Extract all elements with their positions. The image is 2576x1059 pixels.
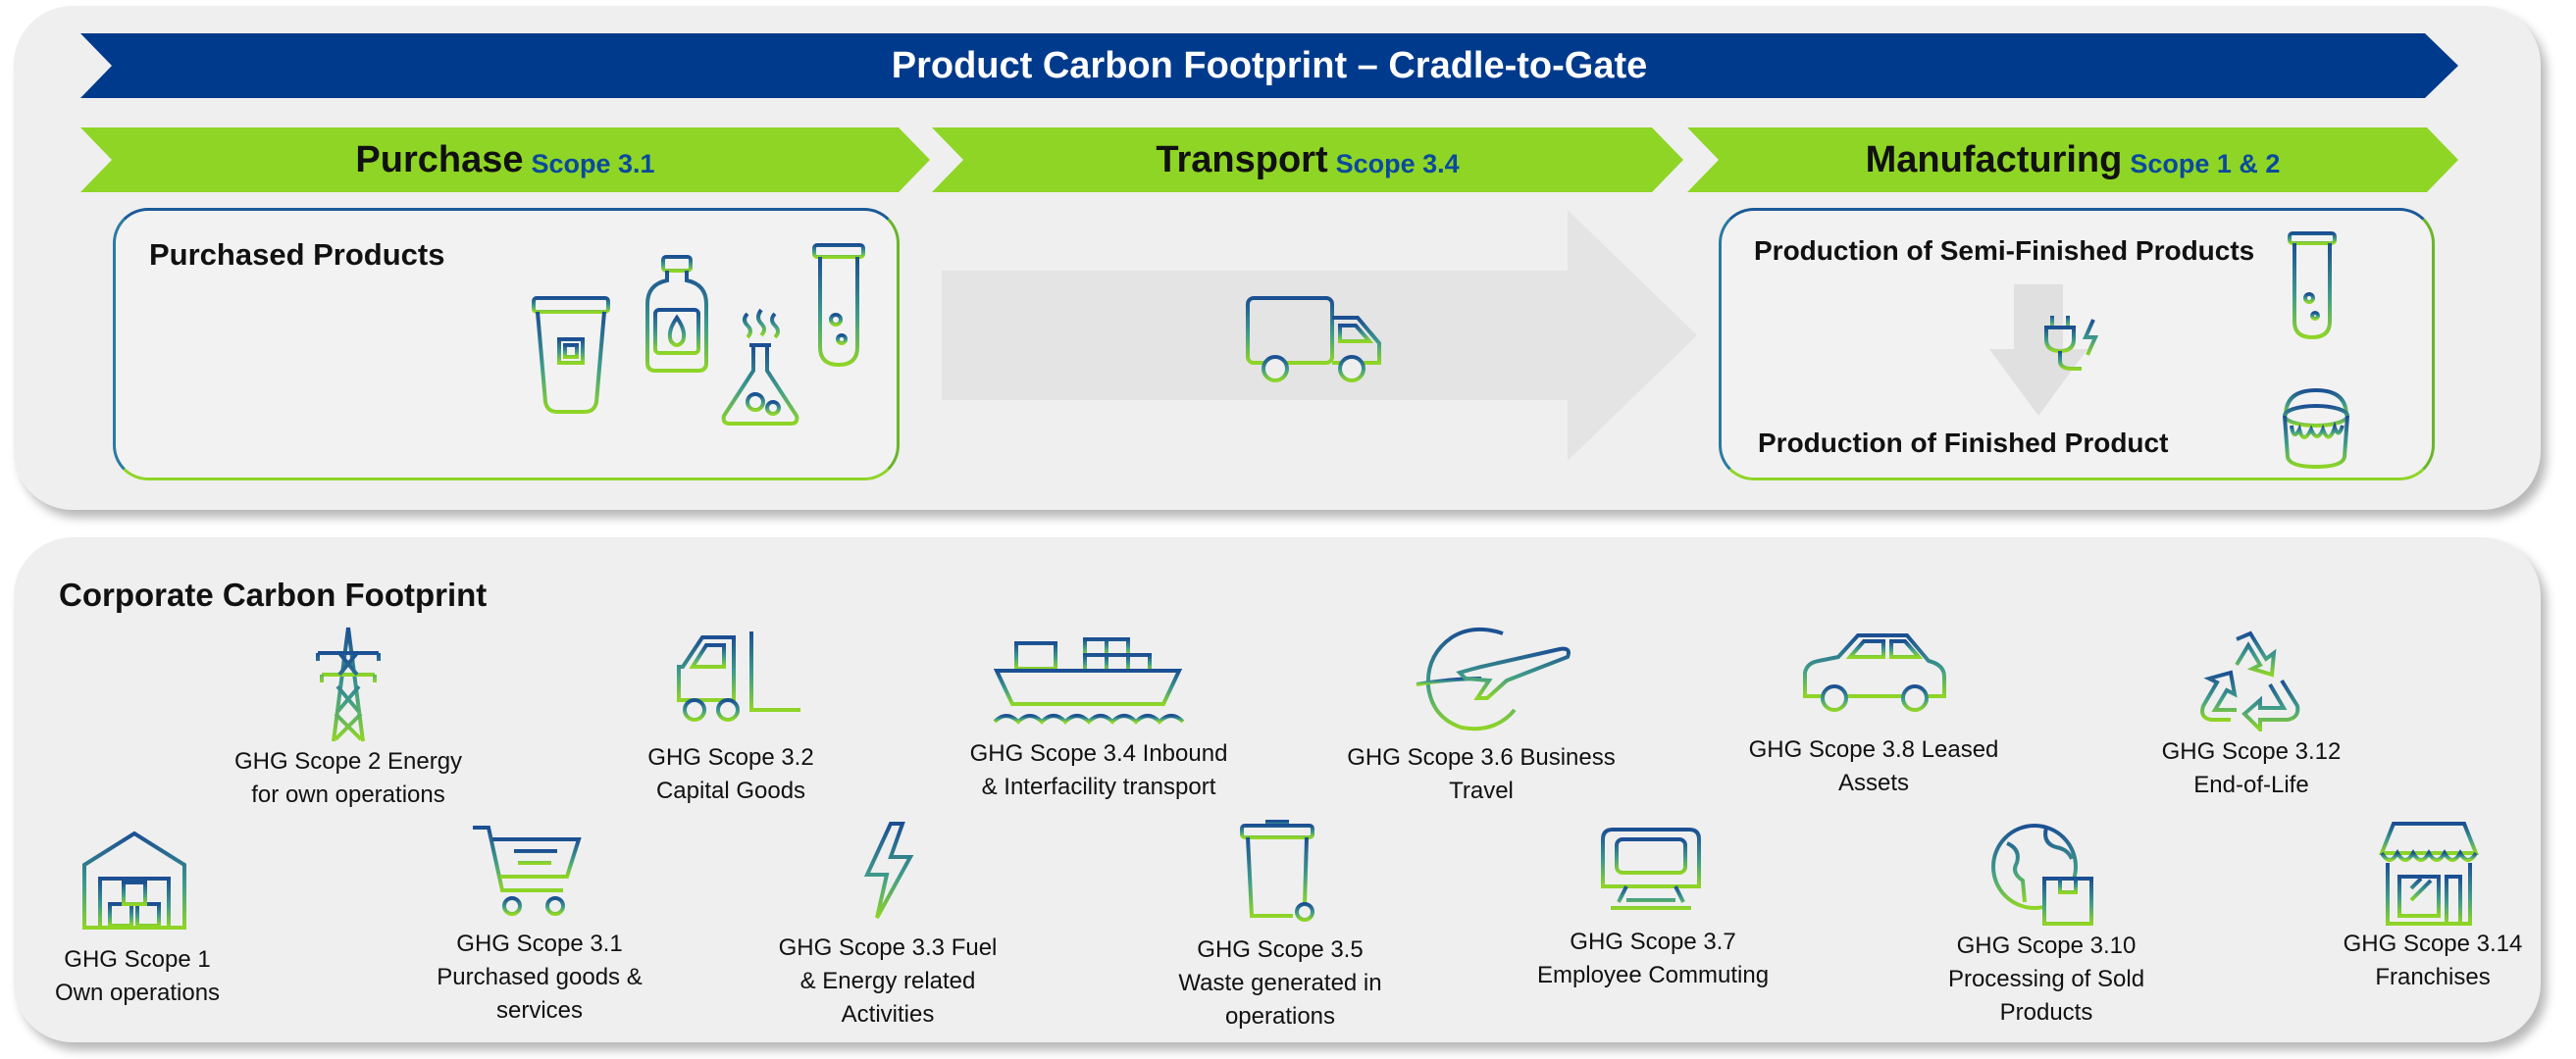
tube-cream-icon	[532, 296, 610, 414]
flask-icon	[721, 308, 799, 426]
scope-1-label: GHG Scope 1 Own operations	[54, 946, 221, 1006]
stage-transport-name: Transport	[1156, 138, 1328, 180]
scope-3-14-label: GHG Scope 3.14 Franchises	[2343, 931, 2523, 990]
paint-bucket-icon	[2283, 387, 2349, 470]
corporate-footprint-panel	[14, 537, 2541, 1042]
ship-icon	[993, 630, 1185, 725]
transport-flow-arrow	[942, 210, 1697, 461]
semi-finished-label: Production of Semi-Finished Products	[1754, 235, 2255, 266]
scope-3-3-label: GHG Scope 3.3 Fuel & Energy related Acti…	[778, 934, 998, 1028]
stage-purchase-scope: Scope 3.1	[531, 148, 655, 178]
scope-3-1-label: GHG Scope 3.1 Purchased goods & services	[437, 931, 643, 1024]
test-tube-small-icon	[2288, 231, 2337, 340]
test-tube-icon	[812, 243, 865, 368]
scope-3-6-label: GHG Scope 3.6 Business Travel	[1347, 744, 1616, 804]
storefront-icon	[2379, 822, 2479, 926]
scope-3-12-label: GHG Scope 3.12 End-of-Life	[2161, 738, 2342, 798]
trash-bin-icon	[1240, 820, 1314, 922]
cradle-to-gate-banner: Product Carbon Footprint – Cradle-to-Gat…	[80, 33, 2458, 98]
scope-3-5-label: GHG Scope 3.5 Waste generated in operati…	[1178, 936, 1382, 1030]
forklift-icon	[677, 631, 800, 722]
stage-transport-scope: Scope 3.4	[1335, 148, 1460, 178]
electric-plug-icon	[2044, 316, 2099, 371]
process-down-arrow	[1989, 284, 2087, 416]
corporate-title: Corporate Carbon Footprint	[59, 577, 488, 613]
scope-2-label: GHG Scope 2 Energy for own operations	[233, 748, 463, 808]
gas-bottle-icon	[645, 255, 708, 373]
power-tower-icon	[316, 627, 381, 743]
warehouse-icon	[82, 831, 186, 930]
train-icon	[1601, 828, 1701, 910]
finished-product-label: Production of Finished Product	[1758, 428, 2169, 458]
scope-3-4-label: GHG Scope 3.4 Inbound & Interfacility tr…	[969, 740, 1228, 800]
scope-3-10-label: GHG Scope 3.10 Processing of Sold Produc…	[1947, 933, 2145, 1026]
scope-3-2-label: GHG Scope 3.2 Capital Goods	[647, 744, 814, 804]
scope-3-7-label: GHG Scope 3.7 Employee Commuting	[1536, 929, 1770, 988]
scope-3-8-label: GHG Scope 3.8 Leased Assets	[1748, 736, 1999, 796]
stage-purchase-name: Purchase	[355, 138, 524, 180]
airplane-icon	[1416, 627, 1571, 731]
truck-icon	[1246, 296, 1381, 382]
stage-manufacturing-name: Manufacturing	[1865, 138, 2123, 180]
recycle-icon	[2200, 630, 2300, 731]
purchased-products-label: Purchased Products	[149, 237, 445, 272]
shopping-cart-icon	[473, 826, 582, 916]
banner-title: Product Carbon Footprint – Cradle-to-Gat…	[891, 44, 1648, 86]
stage-manufacturing-scope: Scope 1 & 2	[2130, 148, 2281, 178]
car-icon	[1803, 633, 1946, 712]
globe-box-icon	[1991, 824, 2093, 926]
lightning-icon	[863, 822, 914, 919]
